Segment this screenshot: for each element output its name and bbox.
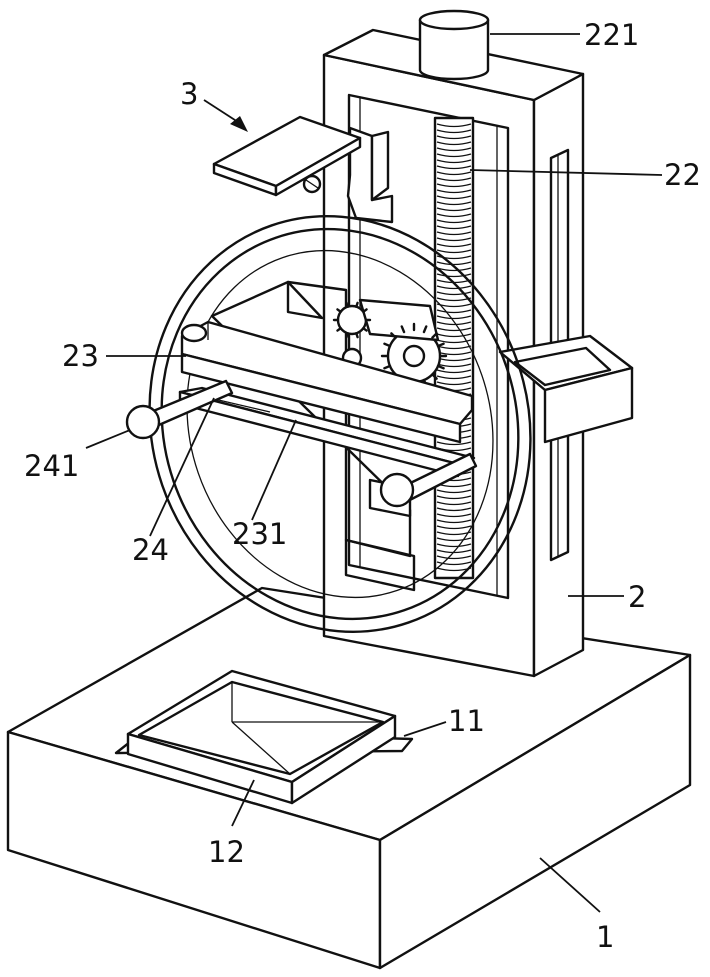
label-1: 1 (596, 920, 614, 954)
label-12: 12 (208, 835, 245, 869)
gear-tooth (346, 333, 347, 337)
motor-221 (420, 11, 488, 79)
label-241: 241 (24, 449, 79, 483)
label-24: 24 (132, 533, 169, 567)
label-22: 22 (664, 158, 701, 192)
label-221: 221 (584, 18, 639, 52)
label-11: 11 (448, 704, 485, 738)
label-231: 231 (232, 517, 287, 551)
label-2: 2 (628, 580, 646, 614)
gear-tooth (356, 303, 357, 307)
lead-screw (435, 118, 473, 578)
label-3: 3 (180, 77, 198, 111)
gear-tooth (346, 303, 347, 307)
base-block (8, 588, 690, 968)
label-23: 23 (62, 339, 99, 373)
gear-tooth (356, 333, 357, 337)
